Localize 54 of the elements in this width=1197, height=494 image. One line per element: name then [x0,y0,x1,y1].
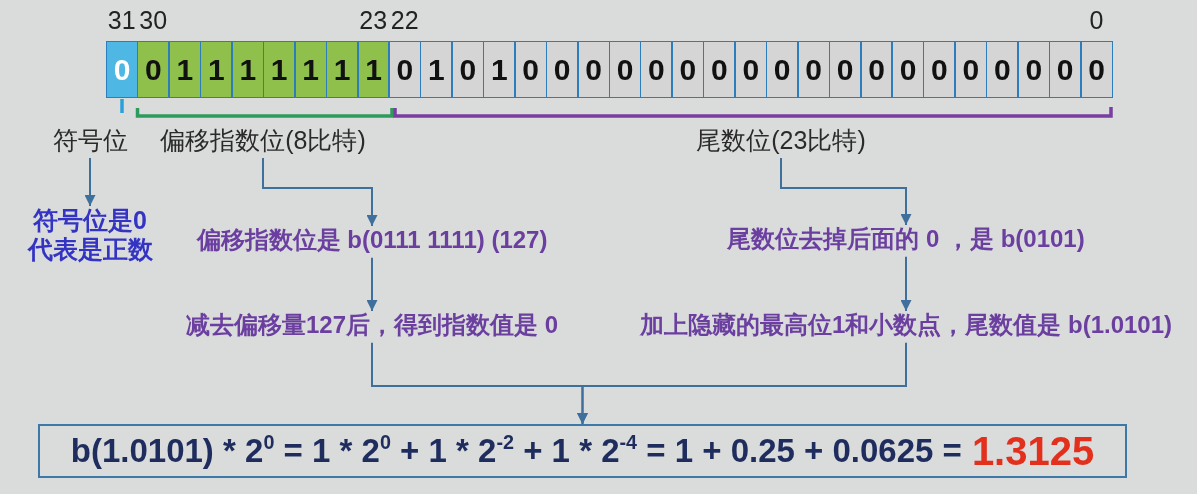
bit-cell: 0 [829,41,862,98]
step-text: 偏移指数位是 b(0111 1111) (127) [196,226,548,255]
arrow [262,157,378,227]
bit-cell: 0 [892,41,924,98]
bit-cell: 0 [671,41,704,98]
bit-cell: 0 [797,41,830,98]
bit-cell: 0 [640,41,673,98]
step-text: 减去偏移量127后，得到指数值是 0 [185,311,559,340]
arrow [366,256,378,312]
bit-cell: 1 [231,41,264,98]
arrow [84,157,96,207]
bit-index: 31 [107,5,136,35]
arrow [577,341,907,425]
field-label: 尾数位(23比特) [696,125,866,155]
bit-cell: 0 [986,41,1019,98]
bit-cell: 0 [451,41,484,98]
step-text: 加上隐藏的最高位1和小数点，尾数值是 b(1.0101) [639,311,1173,340]
bit-cell: 0 [766,41,799,98]
arrow [900,255,912,312]
arrow [780,157,912,226]
bit-cell: 1 [294,41,327,98]
bit-cell: 0 [1049,41,1082,98]
bit-cell: 0 [954,41,987,98]
bit-cell: 0 [860,41,893,98]
field-label: 符号位 [52,125,128,155]
result-value: 1.3125 [971,428,1095,474]
step-text: 尾数位去掉后面的 0 ，是 b(0101) [727,225,1085,254]
bit-cell: 1 [263,41,296,98]
bit-cell: 0 [734,41,767,98]
bit-cell: 0 [137,41,170,98]
bit-cell: 0 [514,41,547,98]
bit-cell: 0 [1017,41,1050,98]
sign-note: 符号位是0代表是正数 [26,206,154,264]
field-label: 偏移指数位(8比特) [160,125,366,155]
bit-cell: 0 [1080,41,1113,98]
formula-box [38,424,1127,478]
bit-cell: 0 [703,41,736,98]
bit-cell: 1 [483,41,516,98]
bit-cell: 0 [106,41,138,98]
bit-cell: 0 [388,41,421,98]
bit-cell: 1 [326,41,358,98]
bit-index: 0 [1089,5,1104,35]
bit-cell: 1 [420,41,453,98]
bit-index: 23 [359,5,388,35]
bit-cell: 0 [609,41,641,98]
bit-index: 30 [139,5,168,35]
bit-cell: 0 [923,41,956,98]
formula-text: b(1.0101) * 2$^{0}$ = 1 * 2$^{0}$ + 1 * 2$^{-2}$ + 1 * 2$^{-4}$ = 1 + 0.25 + 0.0625 = [70,432,962,470]
bit-cell: 0 [577,41,610,98]
bit-index: 22 [390,5,419,35]
bit-cell: 0 [546,41,579,98]
bit-cell: 1 [357,41,390,98]
bit-cell: 1 [200,41,233,98]
bit-cell: 1 [168,41,201,98]
